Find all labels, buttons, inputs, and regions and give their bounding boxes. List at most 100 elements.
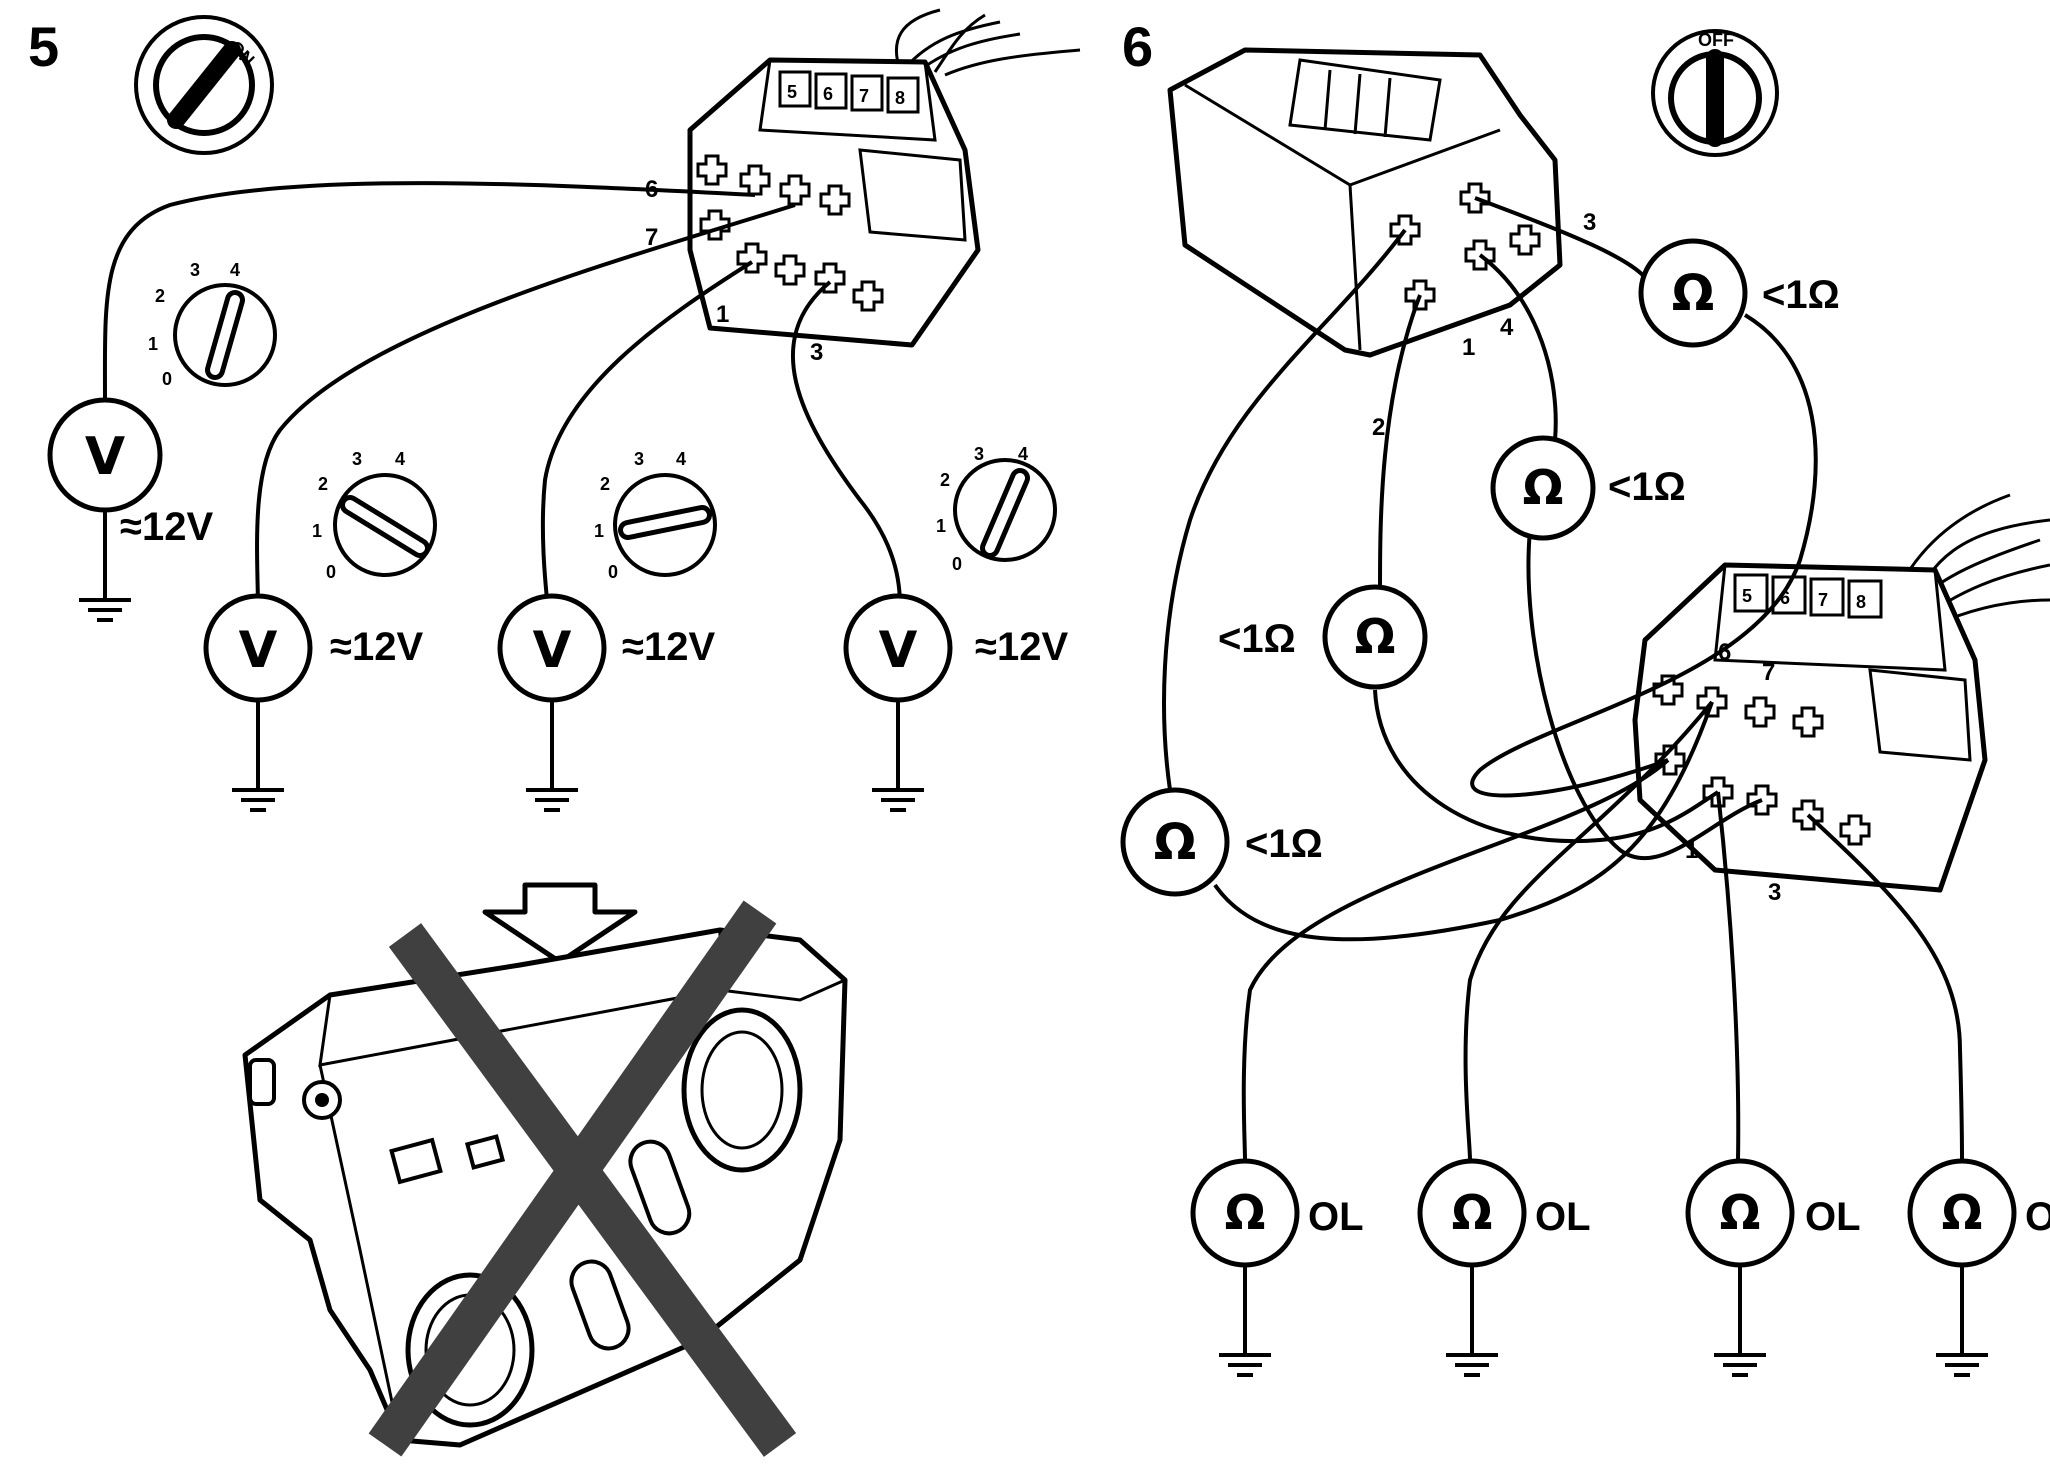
wire-pin-to-ohm-ol2 — [1463, 700, 1714, 1161]
ohmmeter-continuity-2-symbol: Ω — [1523, 460, 1564, 516]
voltmeter-2-symbol: V — [239, 621, 278, 679]
connector6-tab-5: 5 — [1742, 586, 1752, 606]
fan-knob-position-1: 0 1 2 3 4 — [594, 449, 717, 582]
relay-pin-label-1: 1 — [1462, 334, 1475, 361]
knob4-scale-1: 1 — [936, 516, 946, 536]
wire-pin-to-ohm-ol3 — [1716, 791, 1741, 1161]
knob4-scale-4: 4 — [1018, 444, 1028, 464]
knob4-scale-3: 3 — [974, 444, 984, 464]
relay-pin-label-4: 4 — [1500, 314, 1514, 341]
knob2-scale-0: 0 — [326, 562, 336, 582]
fan-knob-position-2: 0 1 2 3 4 — [312, 449, 437, 582]
voltmeter-1-symbol: V — [85, 427, 125, 487]
voltmeter-1-reading: ≈12V — [120, 505, 213, 549]
ohmmeter-isolation-4-reading: OL — [2025, 1195, 2050, 1239]
knob4-scale-2: 2 — [940, 470, 950, 490]
knob3-scale-0: 0 — [608, 562, 618, 582]
ohmmeter-continuity-1: Ω <1Ω — [1638, 238, 1840, 348]
wire-pin3-to-meter4 — [791, 280, 902, 611]
knob4-scale-0: 0 — [952, 554, 962, 574]
ohmmeter-continuity-3-reading: <1Ω — [1218, 617, 1296, 661]
connector6-tab-8: 8 — [1856, 592, 1866, 612]
relay-pin-label-2: 2 — [1372, 414, 1385, 441]
knob2-scale-2: 2 — [318, 474, 328, 494]
knob3-scale-2: 2 — [600, 474, 610, 494]
connector-tab-5: 5 — [787, 82, 797, 102]
ohmmeter-isolation-4: Ω OL — [1907, 1158, 2050, 1377]
ignition-key-on-icon: ON — [134, 15, 274, 155]
connector-step6: 5 6 7 8 6 7 1 3 — [1632, 493, 2050, 906]
wire-relay1-to-ohm3 — [1378, 294, 1422, 591]
ohmmeter-continuity-3-symbol: Ω — [1355, 609, 1396, 665]
ohmmeter-isolation-3-symbol: Ω — [1720, 1185, 1761, 1241]
ohmmeter-continuity-1-symbol: Ω — [1672, 264, 1715, 322]
voltmeter-4-reading: ≈12V — [975, 625, 1068, 669]
connector-tab-7: 7 — [859, 86, 869, 106]
knob3-scale-4: 4 — [676, 449, 686, 469]
do-not-remove-cross-icon — [368, 900, 797, 1457]
voltmeter-4-symbol: V — [879, 621, 918, 679]
voltmeter-3: V ≈12V — [497, 593, 715, 812]
wire-pin6-to-meter1 — [102, 181, 756, 401]
voltmeter-2: V ≈12V — [203, 593, 423, 812]
fan-knob-position-4: 0 1 2 3 4 — [936, 444, 1057, 574]
knob2-scale-1: 1 — [312, 521, 322, 541]
wire-ohm3-to-pin1 — [1373, 689, 1720, 844]
wire-ohm2-to-pin3 — [1526, 529, 1763, 861]
connector6-pin-label-3: 3 — [1768, 879, 1781, 906]
ohmmeter-continuity-2: Ω <1Ω — [1490, 435, 1686, 541]
wire-relay4-to-ohm2 — [1478, 253, 1558, 441]
ohmmeter-continuity-4: Ω <1Ω — [1120, 787, 1323, 897]
ohmmeter-continuity-3: Ω <1Ω — [1218, 584, 1428, 690]
ohmmeter-continuity-1-reading: <1Ω — [1762, 273, 1840, 317]
knob2-scale-4: 4 — [395, 449, 405, 469]
connector-tab-6: 6 — [823, 84, 833, 104]
ohmmeter-continuity-4-reading: <1Ω — [1245, 822, 1323, 866]
fan-knob-position-3: 0 1 2 3 4 — [148, 260, 277, 389]
ohmmeter-isolation-3-reading: OL — [1805, 1195, 1861, 1239]
knob1-scale-3: 3 — [190, 260, 200, 280]
wire-pin-to-ohm-ol1 — [1241, 758, 1670, 1161]
ignition-key-off-icon: OFF — [1651, 29, 1779, 157]
relay: 3 2 1 4 — [1167, 47, 1596, 441]
ohmmeter-continuity-4-symbol: Ω — [1154, 813, 1197, 871]
ohmmeter-isolation-1: Ω OL — [1190, 1158, 1364, 1377]
connector-step5: 5 6 7 8 6 7 1 3 — [645, 8, 1081, 366]
key-off-label: OFF — [1698, 30, 1734, 50]
pin-label-3: 3 — [810, 339, 823, 366]
connector6-pin-label-7: 7 — [1762, 659, 1775, 686]
knob3-scale-3: 3 — [634, 449, 644, 469]
connector-tab-8: 8 — [895, 88, 905, 108]
ohmmeter-isolation-1-reading: OL — [1308, 1195, 1364, 1239]
ohmmeter-continuity-2-reading: <1Ω — [1608, 465, 1686, 509]
knob1-scale-1: 1 — [148, 334, 158, 354]
voltmeter-4: V ≈12V — [843, 593, 1068, 812]
knob3-scale-1: 1 — [594, 521, 604, 541]
voltmeter-2-reading: ≈12V — [330, 625, 423, 669]
ohmmeter-isolation-2-symbol: Ω — [1452, 1185, 1493, 1241]
voltmeter-3-reading: ≈12V — [622, 625, 715, 669]
step-6-number: 6 — [1122, 15, 1153, 78]
ohmmeter-isolation-3: Ω OL — [1685, 1158, 1861, 1377]
connector6-tab-7: 7 — [1818, 590, 1828, 610]
pin-label-1: 1 — [716, 301, 729, 328]
knob2-scale-3: 3 — [352, 449, 362, 469]
connector6-tab-6: 6 — [1780, 588, 1790, 608]
down-arrow-icon — [482, 882, 638, 965]
wire-pin7-to-meter2 — [255, 203, 796, 611]
voltmeter-1: V ≈12V — [47, 397, 213, 622]
ohmmeter-isolation-2: Ω OL — [1417, 1158, 1591, 1377]
ohmmeter-isolation-4-symbol: Ω — [1942, 1185, 1983, 1241]
knob1-scale-2: 2 — [155, 286, 165, 306]
ohmmeter-isolation-1-symbol: Ω — [1225, 1185, 1266, 1241]
voltmeter-3-symbol: V — [533, 621, 572, 679]
knob1-scale-0: 0 — [162, 369, 172, 389]
step-5-number: 5 — [28, 15, 59, 78]
knob1-scale-4: 4 — [230, 260, 240, 280]
wire-relay2-to-ohm4 — [1162, 228, 1407, 791]
ohmmeter-isolation-2-reading: OL — [1535, 1195, 1591, 1239]
wire-pin-to-ohm-ol4 — [1806, 813, 1964, 1161]
wire-ohm1-to-pin7 — [1470, 313, 1818, 798]
relay-pin-label-3: 3 — [1583, 209, 1596, 236]
